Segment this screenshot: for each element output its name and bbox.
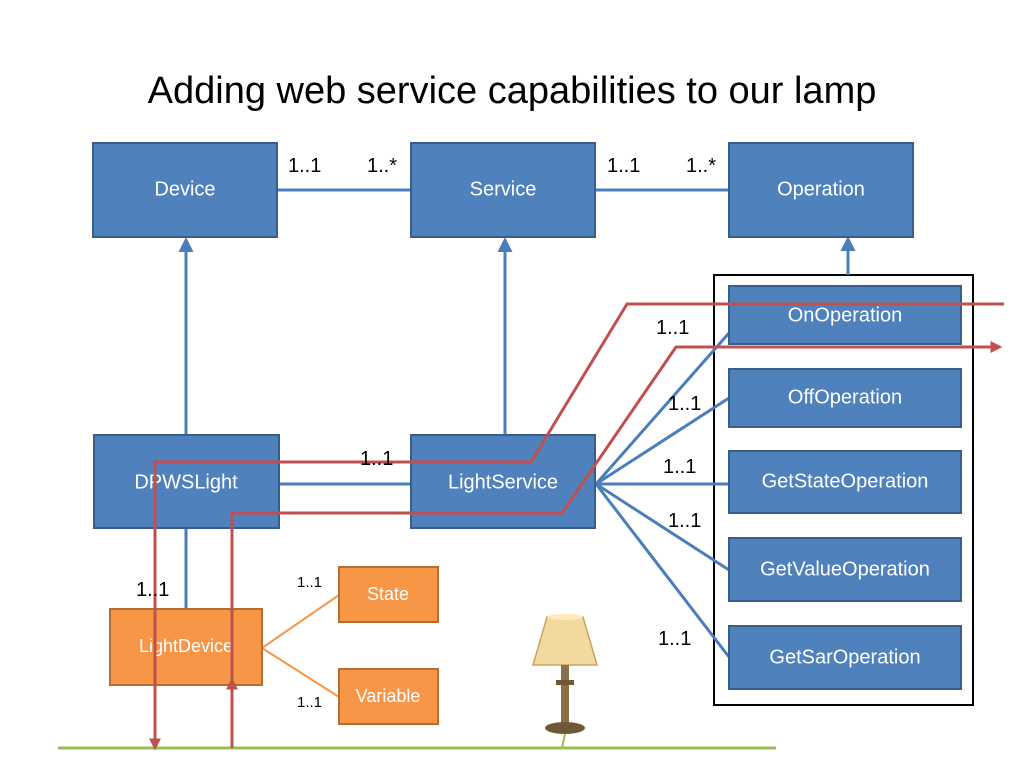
lightservice-label: LightService (448, 471, 558, 493)
mult-dpws-lightservice: 1..1 (360, 448, 393, 470)
lightdevice-box: LightDevice (109, 608, 263, 686)
service-box: Service (410, 142, 596, 238)
getstate-operation-box: GetStateOperation (728, 450, 962, 514)
state-box: State (338, 566, 439, 623)
operation-box: Operation (728, 142, 914, 238)
lightdevice-label: LightDevice (139, 636, 233, 656)
getstate-operation-label: GetStateOperation (762, 470, 929, 492)
mult-dpws-lightdevice: 1..1 (136, 579, 169, 601)
on-operation-box: OnOperation (728, 285, 962, 345)
mult-getstate: 1..1 (663, 456, 696, 478)
incoming-request-path (149, 302, 1004, 751)
device-label: Device (154, 178, 215, 200)
slide-title: Adding web service capabilities to our l… (147, 70, 877, 112)
mult-getsar: 1..1 (658, 628, 691, 650)
on-operation-label: OnOperation (788, 304, 903, 326)
lightservice-getsar-association (594, 483, 731, 658)
getsar-operation-box: GetSarOperation (728, 625, 962, 690)
getvalue-operation-label: GetValueOperation (760, 558, 930, 580)
lightservice-on-association (594, 332, 731, 485)
lightdevice-state-association (261, 594, 340, 649)
operations-frame (713, 274, 974, 706)
device-box: Device (92, 142, 278, 238)
mult-service-operation-right: 1..* (686, 155, 716, 177)
lightservice-off-association (595, 396, 730, 486)
state-label: State (367, 584, 409, 604)
mult-device-service-right: 1..* (367, 155, 397, 177)
mult-off: 1..1 (668, 393, 701, 415)
mult-variable: 1..1 (297, 694, 322, 711)
mult-service-operation-left: 1..1 (607, 155, 640, 177)
service-label: Service (470, 178, 537, 200)
getvalue-operation-box: GetValueOperation (728, 537, 962, 602)
mult-state: 1..1 (297, 574, 322, 591)
lightservice-getvalue-association (595, 482, 730, 572)
mult-device-service-left: 1..1 (288, 155, 321, 177)
off-operation-label: OffOperation (788, 386, 902, 408)
variable-label: Variable (356, 686, 421, 706)
mult-getvalue: 1..1 (668, 510, 701, 532)
operation-label: Operation (777, 178, 865, 200)
lamp-icon (532, 614, 598, 749)
variable-box: Variable (338, 668, 439, 725)
lightdevice-variable-association (261, 647, 340, 698)
dpwslight-label: DPWSLight (134, 471, 238, 493)
mult-on: 1..1 (656, 317, 689, 339)
off-operation-box: OffOperation (728, 368, 962, 428)
getsar-operation-label: GetSarOperation (769, 646, 920, 668)
outgoing-response-path (230, 341, 1003, 748)
